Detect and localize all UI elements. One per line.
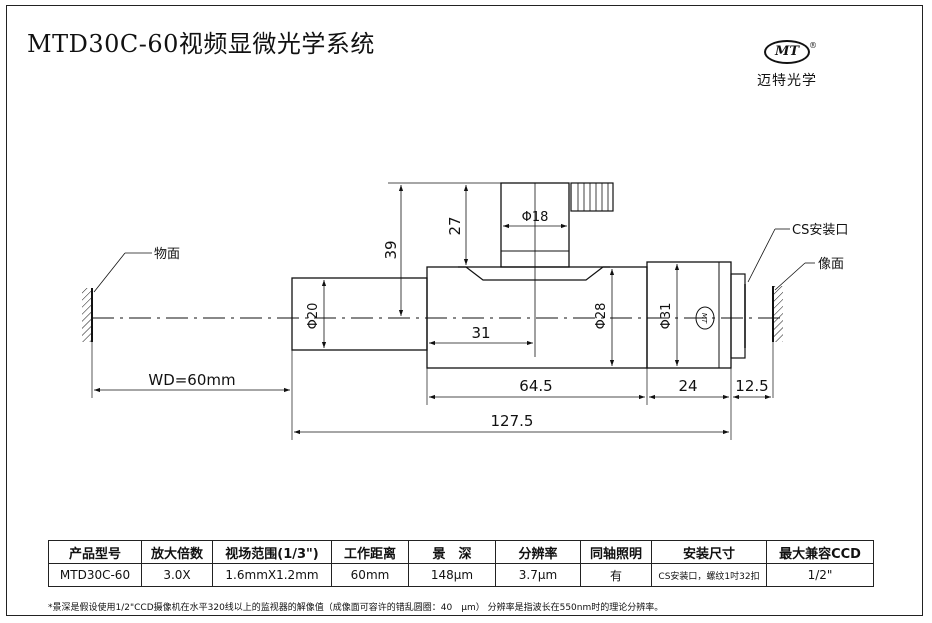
- header-depth-of-field: 景 深: [408, 540, 496, 564]
- dim-phi31-text: Φ31: [659, 303, 674, 330]
- image-plane-label: 像面: [818, 257, 844, 272]
- dim-39-text: 39: [382, 240, 400, 259]
- footnote: *景深是假设使用1/2"CCD摄像机在水平320线以上的监视器的解像值（成像面可…: [48, 603, 664, 613]
- brand-name: 迈特光学: [757, 73, 817, 89]
- lens-logo-badge: [695, 306, 715, 330]
- header-coaxial-illumination: 同轴照明: [580, 540, 652, 564]
- cs-mount-leader: [747, 228, 776, 283]
- registered-mark: ®: [809, 41, 817, 50]
- knurled-knob: [570, 182, 614, 212]
- knob-knurling: [577, 183, 609, 211]
- dim-wd-text: WD=60mm: [148, 371, 235, 389]
- cs-mount-ring: [730, 273, 746, 359]
- dim-12-5-text: 12.5: [735, 377, 768, 395]
- object-plane: [82, 288, 93, 342]
- drawing-title: MTD30C-60视频显微光学系统: [27, 30, 375, 58]
- dim-24-text: 24: [678, 377, 697, 395]
- image-plane: [772, 286, 783, 342]
- cell-depth-of-field: 148μm: [408, 563, 496, 587]
- cell-coaxial-illumination: 有: [580, 563, 652, 587]
- cell-model: MTD30C-60: [48, 563, 142, 587]
- brand-logo: MT ®: [764, 40, 817, 64]
- header-resolution: 分辨率: [495, 540, 581, 564]
- cell-field-of-view: 1.6mmX1.2mm: [212, 563, 332, 587]
- drawing-frame: [6, 5, 923, 616]
- lens-logo-text: MT: [700, 313, 708, 324]
- cell-magnification: 3.0X: [141, 563, 213, 587]
- cs-mount-label: CS安装口: [792, 223, 848, 238]
- cell-working-distance: 60mm: [331, 563, 409, 587]
- header-mount: 安装尺寸: [651, 540, 767, 564]
- dim-27-text: 27: [446, 216, 464, 235]
- spec-table-header: 产品型号 放大倍数 视场范围(1/3") 工作距离 景 深 分辨率 同轴照明 安…: [48, 540, 874, 564]
- bottom-extension-lines: [91, 342, 774, 440]
- spec-table-row: MTD30C-60 3.0X 1.6mmX1.2mm 60mm 148μm 3.…: [48, 563, 874, 587]
- brand-logo-text: MT: [774, 44, 800, 59]
- object-plane-label: 物面: [154, 247, 180, 262]
- dim-phi20-text: Φ20: [306, 303, 321, 330]
- object-plane-leader: [93, 252, 126, 293]
- brand-block: MT ® 迈特光学: [742, 40, 832, 90]
- header-working-distance: 工作距离: [331, 540, 409, 564]
- dim-phi28-text: Φ28: [594, 303, 609, 330]
- header-model: 产品型号: [48, 540, 142, 564]
- dim-64-5-text: 64.5: [519, 377, 552, 395]
- image-plane-leader: [774, 262, 806, 291]
- dim-31-text: 31: [471, 324, 490, 342]
- header-max-ccd: 最大兼容CCD: [766, 540, 874, 564]
- body-notch: [458, 266, 610, 281]
- dim-127-5-text: 127.5: [491, 412, 534, 430]
- cell-mount: CS安装口，螺纹1吋32扣: [651, 563, 767, 587]
- cell-resolution: 3.7μm: [495, 563, 581, 587]
- spec-table: 产品型号 放大倍数 视场范围(1/3") 工作距离 景 深 分辨率 同轴照明 安…: [48, 540, 874, 587]
- cell-max-ccd: 1/2": [766, 563, 874, 587]
- header-magnification: 放大倍数: [141, 540, 213, 564]
- header-field-of-view: 视场范围(1/3"): [212, 540, 332, 564]
